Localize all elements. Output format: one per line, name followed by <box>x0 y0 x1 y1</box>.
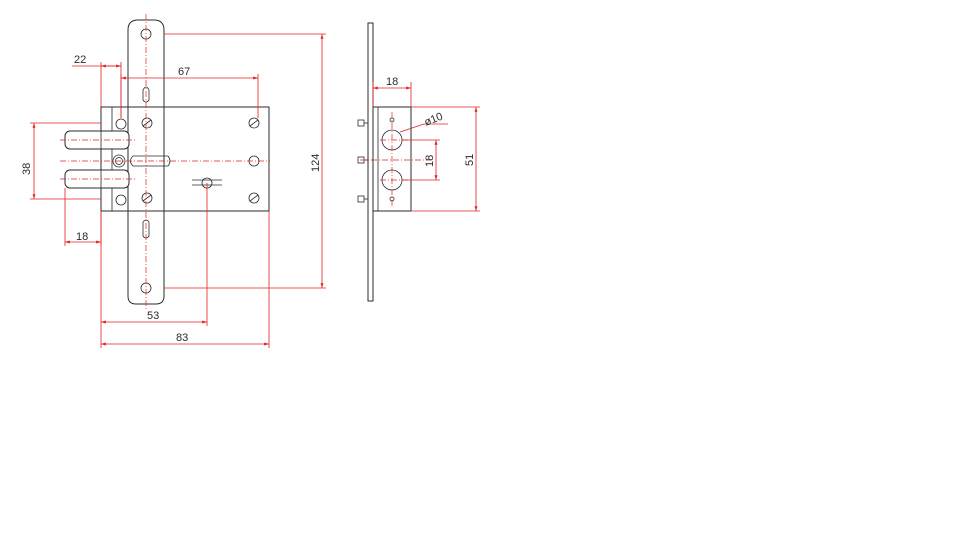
side-dim-18-bolt-label: 18 <box>424 155 436 167</box>
side-dim-phi10-leader <box>399 123 425 133</box>
side-dim-18-top-label: 18 <box>386 76 398 88</box>
dim-67-label: 67 <box>178 66 190 78</box>
screw-icon <box>248 117 260 129</box>
dim-38-label: 38 <box>21 163 33 175</box>
dim-18-label: 18 <box>76 231 88 243</box>
dim-124-label: 124 <box>310 154 322 172</box>
pivot-hole <box>115 118 127 130</box>
follower-slot <box>130 155 171 167</box>
dim-53-label: 53 <box>147 310 159 322</box>
side-faceplate <box>367 22 374 302</box>
strip-slot-top <box>142 86 150 103</box>
side-dim-phi10-label: ø10 <box>423 111 445 129</box>
side-dim-51-label: 51 <box>464 154 476 166</box>
front-view: 22 67 38 18 124 53 83 <box>21 14 326 348</box>
screw-icon <box>141 192 153 204</box>
side-case <box>372 106 412 212</box>
strip-slot-bottom <box>142 219 150 239</box>
screw-icon <box>248 192 260 204</box>
side-view: 18 ø10 18 51 <box>357 22 480 302</box>
side-screw-head <box>357 195 365 203</box>
lock-case <box>100 106 270 212</box>
dim-83-label: 83 <box>176 332 188 344</box>
faceplate-strip <box>127 19 165 305</box>
screw-icon <box>141 117 153 129</box>
dim-22-label: 22 <box>74 54 86 66</box>
side-screw-head <box>357 119 365 127</box>
pivot-hole <box>115 194 127 206</box>
